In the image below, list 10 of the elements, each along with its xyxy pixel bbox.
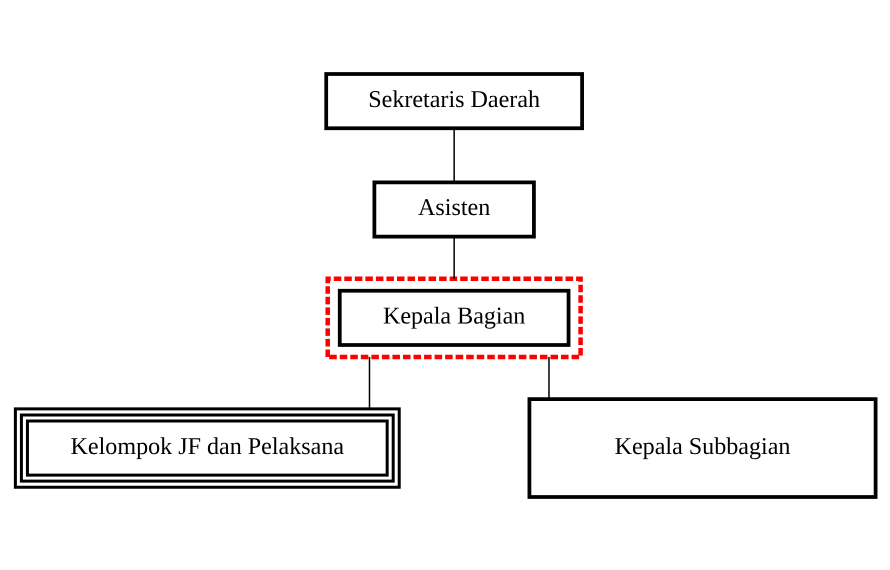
connector xyxy=(452,236,454,278)
connector xyxy=(368,356,370,408)
node-box: Asisten xyxy=(372,180,536,238)
node-box: Sekretaris Daerah xyxy=(324,72,584,130)
node-box: Kelompok JF dan Pelaksana xyxy=(13,406,400,488)
connector xyxy=(452,128,454,182)
node-box: Kepala Subbagian xyxy=(527,396,877,498)
connector xyxy=(548,356,550,398)
node-box: Kepala Bagian xyxy=(337,288,570,346)
cluster xyxy=(324,276,582,359)
